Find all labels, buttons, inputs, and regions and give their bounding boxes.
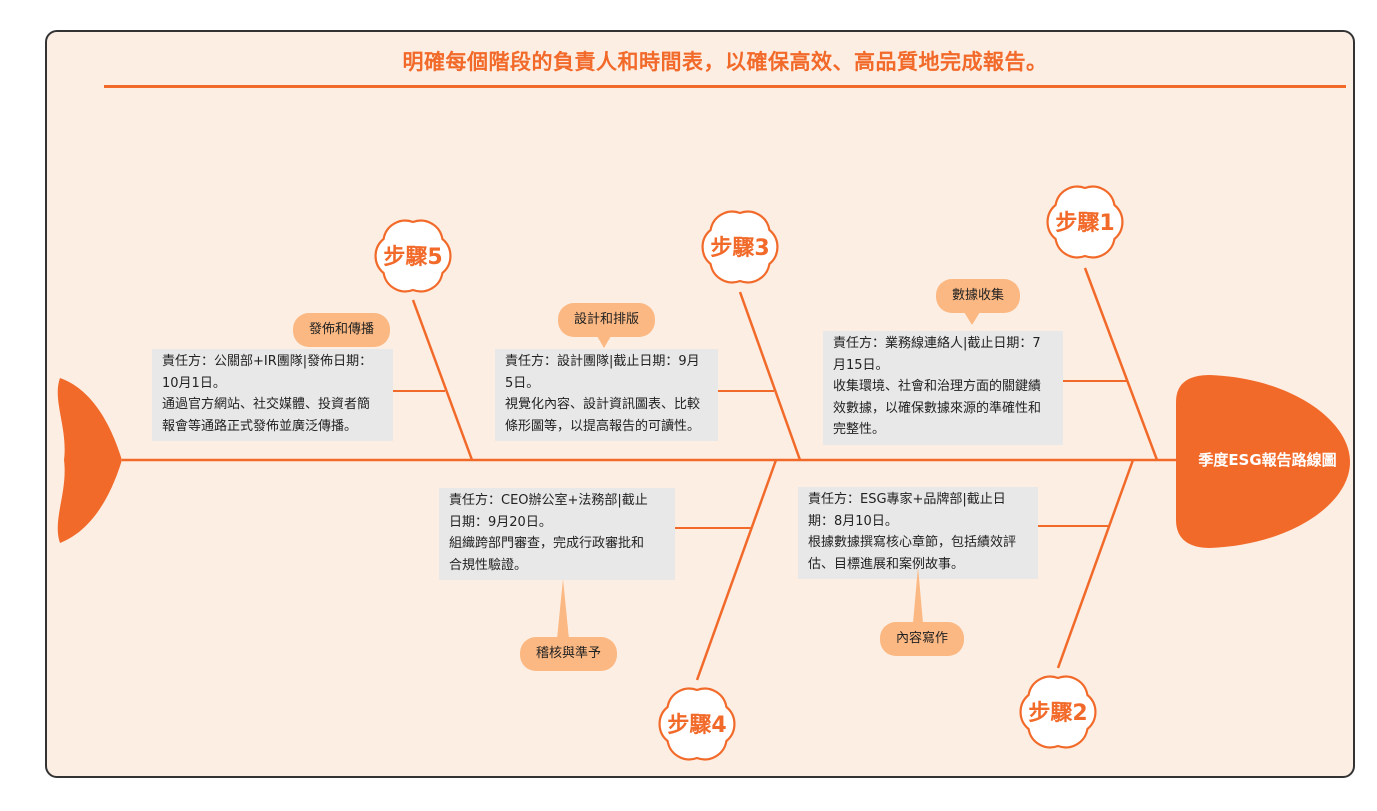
step2-description-line: 估、目標進展和案例故事。: [808, 556, 965, 572]
step4-phase-label: 稽核與準予: [536, 646, 602, 661]
bone-step3: [738, 291, 802, 461]
step5-description-line: 責任方：公關部+IR團隊|發佈日期：: [162, 354, 373, 369]
title-underline: [104, 85, 1346, 88]
step5-phase-bubble: 發佈和傳播: [293, 313, 391, 347]
step1-description-line: 完整性。: [833, 422, 886, 437]
step2-badge: 步驟2: [1019, 675, 1097, 749]
fish-head: [1176, 375, 1350, 548]
step1-badge: 步驟1: [1046, 185, 1124, 259]
step1-description-box: 責任方：業務線連絡人|截止日期：7 月15日。收集環境、社會和治理方面的關鍵績效數…: [823, 331, 1063, 445]
step1-phase-label: 數據收集: [952, 288, 1005, 303]
step5-description-line: 10月1日。: [162, 375, 226, 391]
step4-description-line: 合規性驗證。: [449, 557, 528, 573]
bone-step4: [695, 459, 778, 681]
step3-description-line: 責任方：設計團隊|截止日期：9月: [505, 354, 700, 369]
step3-label: 步驟3: [710, 235, 769, 261]
step1-description-line: 月15日。: [833, 357, 889, 373]
bone-step2: [1056, 459, 1135, 669]
step4-description-line: 日期：9月20日。: [449, 514, 552, 530]
step4-description-line: 責任方：CEO辦公室+法務部|截止: [449, 493, 648, 508]
step4-badge: 步驟4: [658, 687, 736, 761]
step1-phase-bubble: 數據收集: [936, 279, 1021, 325]
bone-step1: [1083, 267, 1159, 461]
step5-phase-label: 發佈和傳播: [309, 322, 375, 337]
step4-cloud-shape: [658, 687, 736, 761]
step2-label: 步驟2: [1028, 700, 1087, 726]
step3-badge: 步驟3: [701, 210, 779, 284]
step3-cloud-shape: [701, 210, 779, 284]
step5-description-box: 責任方：公關部+IR團隊|發佈日期： 10月1日。通過官方網站、社交媒體、投資者簡…: [152, 349, 393, 441]
step1-description-line: 效數據，以確保數據來源的準確性和: [833, 400, 1042, 416]
step2-description-line: 期：8月10日。: [808, 513, 898, 529]
step1-label: 步驟1: [1055, 210, 1114, 236]
step2-description-line: 責任方：ESG專家+品牌部|截止日: [808, 492, 1006, 507]
step2-phase-label: 內容寫作: [896, 631, 949, 646]
step1-description-line: 責任方：業務線連絡人|截止日期：7: [833, 336, 1041, 351]
step5-label: 步驟5: [383, 244, 442, 270]
step4-description-line: 組織跨部門審查，完成行政審批和: [449, 536, 645, 551]
roadmap-title: 季度ESG報告路線圖: [1198, 451, 1337, 469]
step3-phase-label: 設計和排版: [574, 312, 640, 327]
step4-description-box: 責任方：CEO辦公室+法務部|截止日期：9月20日。組織跨部門審查，完成行政審批…: [439, 488, 675, 580]
step3-description-box: 責任方：設計團隊|截止日期：9月 5日。視覺化內容、設計資訊圖表、比較條形圖等，以…: [495, 349, 718, 441]
step5-description-line: 報會等通路正式發佈並廣泛傳播。: [162, 418, 358, 434]
step2-phase-bubble: 內容寫作: [880, 567, 965, 656]
step5-description-line: 通過官方網站、社交媒體、投資者簡: [162, 397, 371, 412]
bone-step5: [411, 299, 474, 461]
step2-description-line: 根據數據撰寫核心章節，包括績效評: [808, 535, 1017, 550]
step3-phase-bubble: 設計和排版: [558, 303, 656, 348]
step1-description-line: 收集環境、社會和治理方面的關鍵績: [833, 379, 1042, 394]
step2-description-box: 責任方：ESG專家+品牌部|截止日期：8月10日。根據數據撰寫核心章節，包括績效…: [798, 487, 1038, 579]
step2-cloud-shape: [1019, 675, 1097, 749]
page-title: 明確每個階段的負責人和時間表，以確保高效、高品質地完成報告。: [402, 50, 1048, 74]
step4-phase-bubble: 稽核與準予: [520, 579, 618, 671]
step3-description-line: 5日。: [505, 375, 540, 391]
step4-label: 步驟4: [667, 712, 726, 738]
fish-tail: [57, 378, 122, 543]
step5-badge: 步驟5: [374, 219, 452, 293]
step3-description-line: 視覺化內容、設計資訊圖表、比較: [505, 397, 701, 412]
step3-description-line: 條形圖等，以提高報告的可讀性。: [505, 418, 701, 434]
step1-cloud-shape: [1046, 185, 1124, 259]
step5-cloud-shape: [374, 219, 452, 293]
